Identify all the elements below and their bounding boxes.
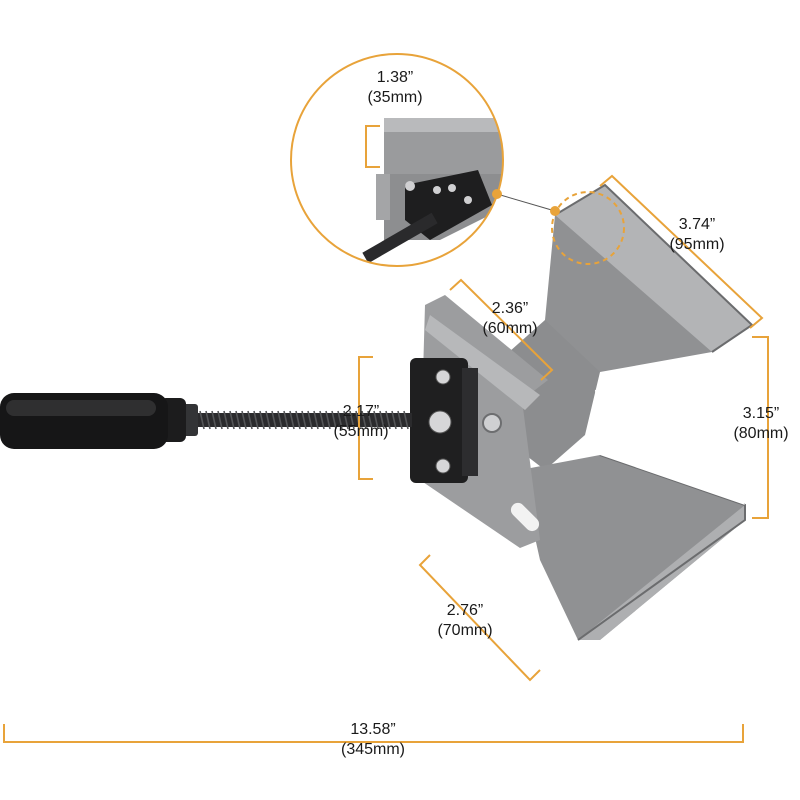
pad-bolt-center — [428, 410, 452, 434]
arm-height-bracket — [752, 336, 769, 519]
screw-thread — [373, 410, 379, 430]
lead-screw — [160, 398, 412, 442]
screw-thread — [391, 410, 397, 430]
screw-thread — [301, 410, 307, 430]
screw-thread — [253, 410, 259, 430]
zoom-inset — [290, 53, 504, 267]
clamp-height-metric: (55mm) — [333, 423, 388, 440]
pivot-screw — [482, 413, 502, 433]
screw-thread — [379, 410, 385, 430]
clamp-height-imperial: 2.17” — [343, 403, 379, 420]
screw-thread — [223, 410, 229, 430]
v-notch — [595, 370, 745, 505]
clamp-width-metric: (60mm) — [482, 320, 537, 337]
screw-thread — [331, 410, 337, 430]
screw-thread — [307, 410, 313, 430]
screw-thread — [385, 410, 391, 430]
lower-arm-bracket — [418, 554, 541, 682]
pad-screw-bottom — [435, 458, 451, 474]
jaw-depth-metric: (35mm) — [367, 89, 422, 106]
corner-clamp-body — [410, 183, 754, 641]
jaw-depth-imperial: 1.38” — [377, 69, 413, 86]
upper-arm-face — [555, 185, 752, 352]
arm-length-metric: (95mm) — [669, 236, 724, 253]
dimension-lines — [3, 174, 769, 743]
screw-thread — [229, 410, 235, 430]
screw-thread — [217, 410, 223, 430]
screw-thread — [235, 410, 241, 430]
overall-length-bracket — [3, 724, 744, 743]
arm-length-imperial: 3.74” — [679, 216, 715, 233]
lower-arm-metric: (70mm) — [437, 622, 492, 639]
lower-arm-face — [578, 505, 745, 640]
dimension-labels: 1.38” (35mm) 3.74” (95mm) 2.36” (60mm) 2… — [333, 69, 788, 758]
clamp-handle — [0, 393, 168, 449]
screw-thread — [367, 410, 373, 430]
overall-length-imperial: 13.58” — [350, 721, 395, 738]
clamp-width-imperial: 2.36” — [492, 300, 528, 317]
screw-thread — [319, 410, 325, 430]
screw-thread — [313, 410, 319, 430]
pad-screw-top — [435, 369, 451, 385]
clamp-height-bracket — [358, 356, 373, 480]
screw-thread — [361, 410, 367, 430]
screw-thread — [199, 410, 205, 430]
arm-height-metric: (80mm) — [733, 425, 788, 442]
screw-thread — [271, 410, 277, 430]
screw-thread — [289, 410, 295, 430]
screw-thread — [277, 410, 283, 430]
screw-thread — [259, 410, 265, 430]
screw-thread — [349, 410, 355, 430]
screw-thread — [337, 410, 343, 430]
clamp-pad — [410, 358, 478, 483]
screw-thread — [211, 410, 217, 430]
lower-arm-imperial: 2.76” — [447, 602, 483, 619]
jaw-depth-bracket — [365, 125, 380, 168]
screw-thread — [241, 410, 247, 430]
screw-thread — [283, 410, 289, 430]
clamp-width-bracket — [449, 278, 554, 381]
zoom-leader — [492, 189, 625, 265]
screw-thread — [397, 410, 403, 430]
screw-thread — [325, 410, 331, 430]
arm-height-imperial: 3.15” — [743, 405, 779, 422]
screw-thread — [265, 410, 271, 430]
adjust-slot — [510, 502, 540, 532]
screw-thread — [205, 410, 211, 430]
screw-thread — [343, 410, 349, 430]
screw-thread — [295, 410, 301, 430]
screw-thread — [247, 410, 253, 430]
screw-thread — [403, 410, 409, 430]
overall-length-metric: (345mm) — [341, 741, 405, 758]
lower-arm-plate — [520, 455, 745, 640]
arm-length-bracket — [599, 174, 764, 329]
